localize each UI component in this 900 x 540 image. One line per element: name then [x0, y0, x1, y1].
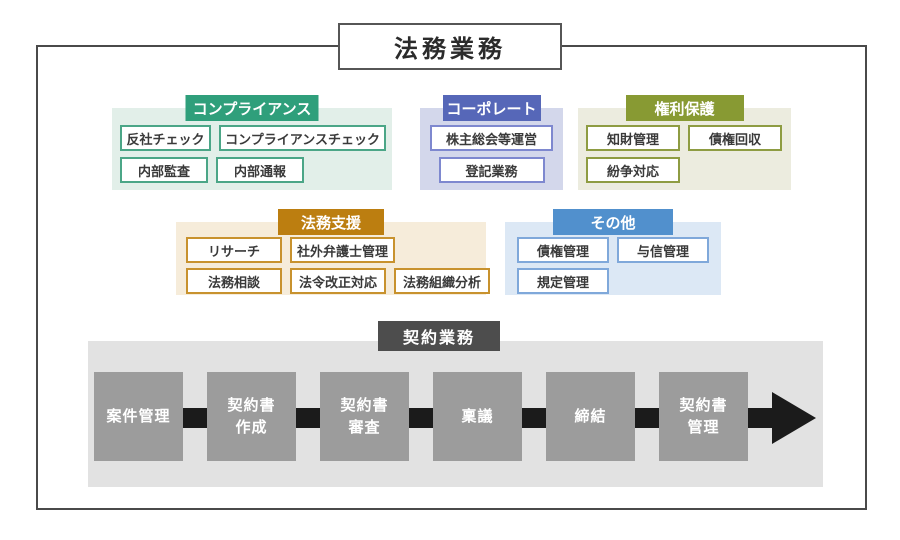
- item-row: 債権管理 与信管理: [517, 237, 715, 263]
- rights-item: 債権回収: [688, 125, 782, 151]
- others-item: 規定管理: [517, 268, 609, 294]
- compliance-item: 内部監査: [120, 157, 208, 183]
- section-rights-protection-header: 権利保護: [625, 95, 744, 121]
- page-title: 法務業務: [338, 23, 562, 70]
- section-rights-protection-items: 知財管理 債権回収 紛争対応: [578, 108, 791, 183]
- support-item: 法令改正対応: [290, 268, 386, 294]
- item-row: 法務相談 法令改正対応 法務組織分析: [186, 268, 490, 294]
- step-label-line: 契約書: [227, 396, 276, 414]
- others-item: 債権管理: [517, 237, 609, 263]
- others-item: 与信管理: [617, 237, 709, 263]
- step-label-line: 契約書: [679, 396, 728, 414]
- section-legal-support-items: リサーチ 社外弁護士管理 法務相談 法令改正対応 法務組織分析: [176, 222, 490, 294]
- support-item: リサーチ: [186, 237, 282, 263]
- flow-arrow-head-icon: [772, 392, 816, 444]
- step-label-line: 審査: [348, 418, 381, 436]
- item-row: 登記業務: [438, 157, 545, 183]
- process-step: 締結: [546, 372, 635, 461]
- step-label-line: 稟議: [461, 407, 494, 425]
- section-others: その他 債権管理 与信管理 規定管理: [505, 209, 721, 295]
- item-row: 内部監査 内部通報: [120, 157, 386, 183]
- item-row: 規定管理: [517, 268, 715, 294]
- process-step: 案件管理: [94, 372, 183, 461]
- section-others-header: その他: [553, 209, 673, 235]
- process-step: 契約書 作成: [207, 372, 296, 461]
- corporate-item: 株主総会等運営: [429, 125, 553, 151]
- rights-item: 紛争対応: [586, 157, 680, 183]
- process-step: 契約書 審査: [320, 372, 409, 461]
- contract-workflow-header: 契約業務: [378, 321, 500, 351]
- process-step: 契約書 管理: [659, 372, 748, 461]
- compliance-item: 内部通報: [216, 157, 304, 183]
- item-row: 紛争対応: [586, 157, 785, 183]
- step-label-line: 案件管理: [106, 407, 171, 425]
- contract-flow-steps: 案件管理 契約書 作成 契約書 審査 稟議 締結 契約書 管理: [94, 372, 748, 461]
- section-others-items: 債権管理 与信管理 規定管理: [505, 222, 721, 294]
- step-label-line: 作成: [235, 418, 268, 436]
- section-compliance: コンプライアンス 反社チェック コンプライアンスチェック 内部監査 内部通報: [112, 95, 392, 190]
- item-row: リサーチ 社外弁護士管理: [186, 237, 480, 263]
- support-item: 社外弁護士管理: [290, 237, 396, 263]
- step-label-line: 締結: [574, 407, 607, 425]
- support-item: 法務組織分析: [394, 268, 490, 294]
- step-label-line: 契約書: [340, 396, 389, 414]
- section-corporate-items: 株主総会等運営 登記業務: [420, 108, 563, 183]
- compliance-item: 反社チェック: [120, 125, 212, 151]
- rights-item: 知財管理: [586, 125, 680, 151]
- item-row: 知財管理 債権回収: [586, 125, 785, 151]
- section-corporate: コーポレート 株主総会等運営 登記業務: [420, 95, 563, 190]
- process-step: 稟議: [433, 372, 522, 461]
- support-item: 法務相談: [186, 268, 282, 294]
- section-legal-support: 法務支援 リサーチ 社外弁護士管理 法務相談 法令改正対応 法務組織分析: [176, 209, 490, 295]
- section-compliance-items: 反社チェック コンプライアンスチェック 内部監査 内部通報: [112, 108, 392, 183]
- section-legal-support-header: 法務支援: [278, 209, 384, 235]
- step-label-line: 管理: [687, 418, 720, 436]
- section-rights-protection: 権利保護 知財管理 債権回収 紛争対応: [578, 95, 791, 190]
- section-corporate-header: コーポレート: [442, 95, 541, 121]
- corporate-item: 登記業務: [438, 157, 545, 183]
- compliance-item: コンプライアンスチェック: [219, 125, 386, 151]
- item-row: 株主総会等運営: [429, 125, 553, 151]
- item-row: 反社チェック コンプライアンスチェック: [120, 125, 386, 151]
- section-compliance-header: コンプライアンス: [185, 95, 319, 121]
